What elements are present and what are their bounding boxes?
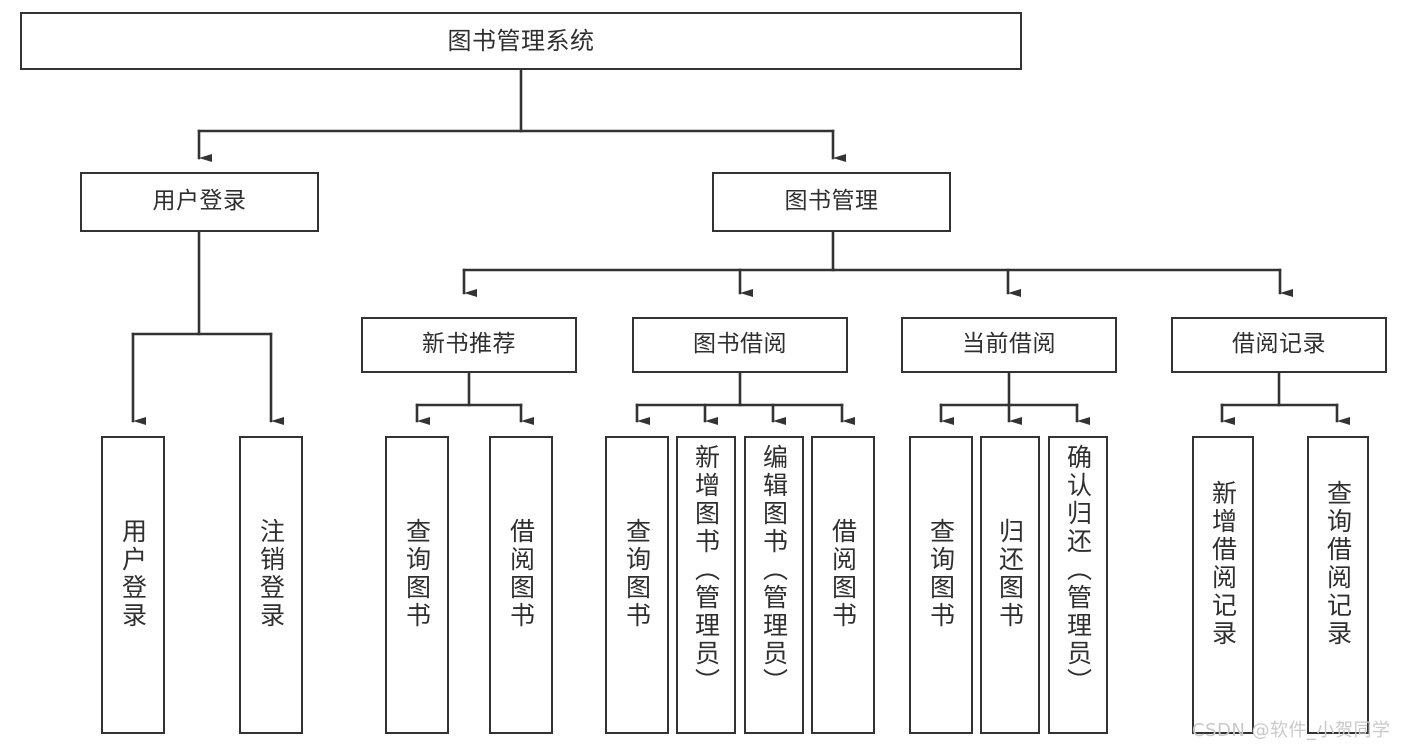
node-label: 当前借阅 [962, 331, 1056, 358]
node-label: 图书管理系统 [447, 26, 595, 55]
node-label: 归还图书 [995, 518, 1025, 630]
node-label: 查询借阅记录 [1323, 480, 1353, 648]
node-book-manage[interactable]: 图书管理 [712, 172, 951, 232]
node-label: 借阅图书 [506, 518, 536, 630]
watermark-credit: CSDN @软件_小贺同学 [1192, 720, 1391, 741]
node-label: 新书推荐 [422, 331, 516, 358]
node-book-borrow[interactable]: 图书借阅 [632, 317, 848, 373]
node-leaf-confirm-return[interactable]: 确认归还（管理员） [1048, 436, 1108, 734]
node-borrow-record[interactable]: 借阅记录 [1171, 317, 1387, 373]
node-label: 确认归还（管理员） [1063, 444, 1093, 696]
node-leaf-query-book-3[interactable]: 查询图书 [909, 436, 973, 734]
node-label: 编辑图书（管理员） [759, 444, 789, 696]
node-leaf-query-borrow-record[interactable]: 查询借阅记录 [1307, 436, 1369, 734]
node-root-book-management-system[interactable]: 图书管理系统 [20, 12, 1022, 70]
node-new-book-recommend[interactable]: 新书推荐 [361, 317, 577, 373]
node-leaf-query-book-2[interactable]: 查询图书 [605, 436, 669, 734]
node-user-login[interactable]: 用户登录 [80, 172, 319, 232]
node-leaf-logout-login[interactable]: 注销登录 [239, 436, 303, 734]
node-current-borrow[interactable]: 当前借阅 [901, 317, 1117, 373]
node-leaf-borrow-book-1[interactable]: 借阅图书 [489, 436, 553, 734]
node-leaf-user-login[interactable]: 用户登录 [101, 436, 165, 734]
node-label: 借阅图书 [828, 518, 858, 630]
node-label: 查询图书 [926, 518, 956, 630]
node-label: 图书管理 [784, 188, 879, 215]
node-leaf-borrow-book-2[interactable]: 借阅图书 [811, 436, 875, 734]
node-label: 新增图书（管理员） [691, 444, 721, 696]
node-label: 用户登录 [118, 518, 148, 630]
node-leaf-add-book[interactable]: 新增图书（管理员） [676, 436, 736, 734]
node-leaf-edit-book[interactable]: 编辑图书（管理员） [744, 436, 804, 734]
node-label: 新增借阅记录 [1208, 480, 1238, 648]
node-label: 借阅记录 [1232, 331, 1326, 358]
node-label: 图书借阅 [693, 331, 787, 358]
node-label: 查询图书 [622, 518, 652, 630]
node-leaf-query-book-1[interactable]: 查询图书 [385, 436, 449, 734]
node-leaf-return-book[interactable]: 归还图书 [980, 436, 1040, 734]
node-label: 注销登录 [256, 518, 286, 630]
node-leaf-add-borrow-record[interactable]: 新增借阅记录 [1192, 436, 1254, 734]
node-label: 查询图书 [402, 518, 432, 630]
node-label: 用户登录 [152, 188, 247, 215]
